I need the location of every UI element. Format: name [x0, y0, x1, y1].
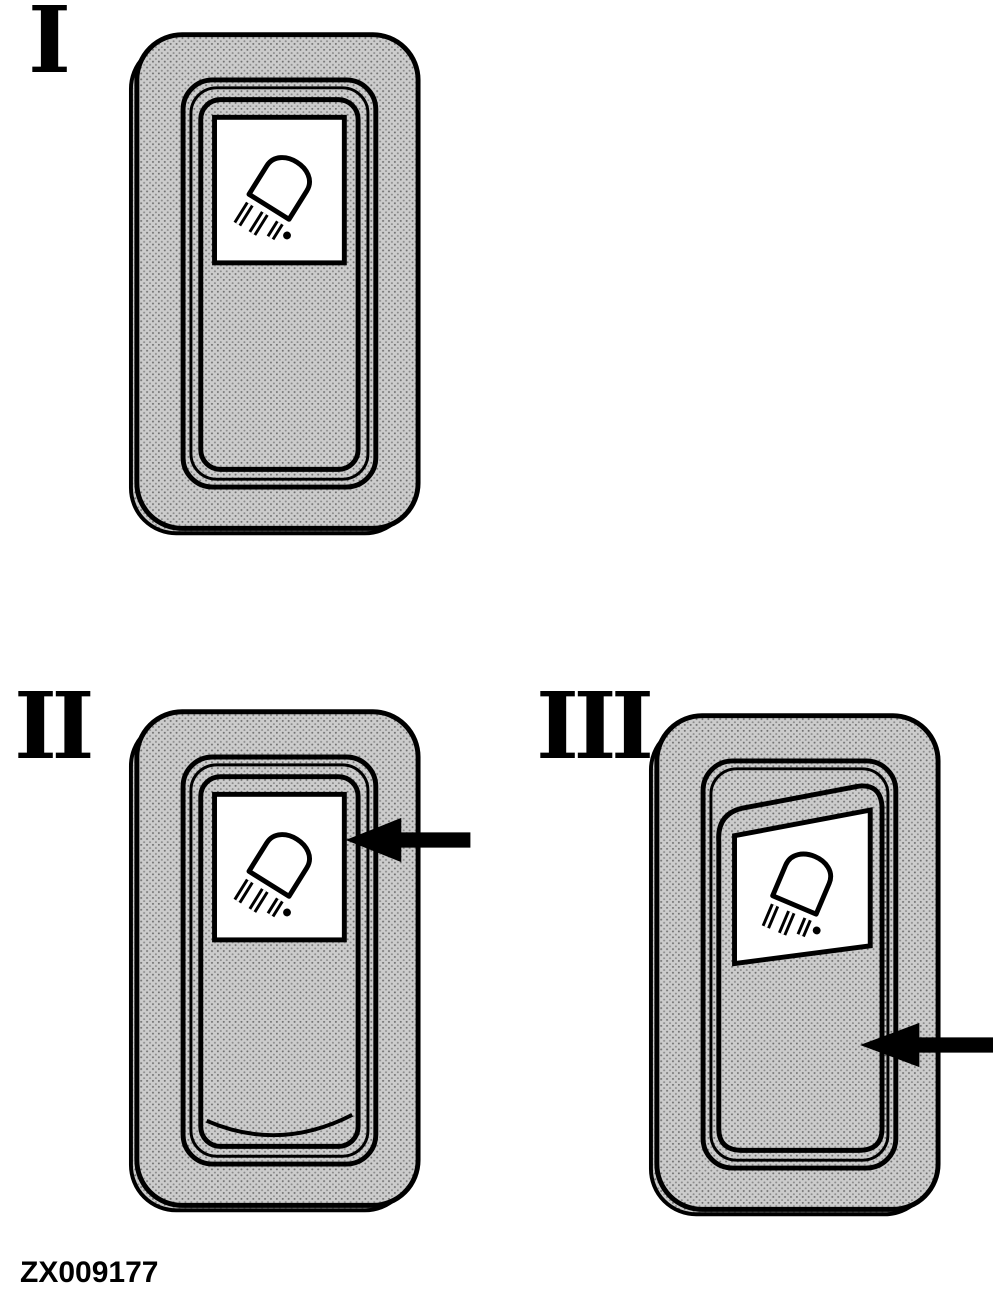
figure-code: ZX009177: [20, 1256, 159, 1289]
position-label-2: II: [14, 672, 95, 780]
rocker-bottom-curve: [205, 1113, 354, 1138]
arrow-left-icon: [860, 1022, 993, 1068]
arrow-left-icon: [345, 817, 471, 863]
switch-bezel-inner: [189, 86, 370, 481]
rocker-switch-position-3: [648, 713, 941, 1217]
rocker-switch-position-1: [128, 32, 421, 536]
switch-bezel-inner: [189, 763, 370, 1158]
switch-bezel-inner: [709, 767, 890, 1162]
position-label-3: III: [536, 672, 654, 780]
rocker-switch-position-2: [128, 709, 421, 1213]
position-label-1: I: [28, 0, 71, 94]
